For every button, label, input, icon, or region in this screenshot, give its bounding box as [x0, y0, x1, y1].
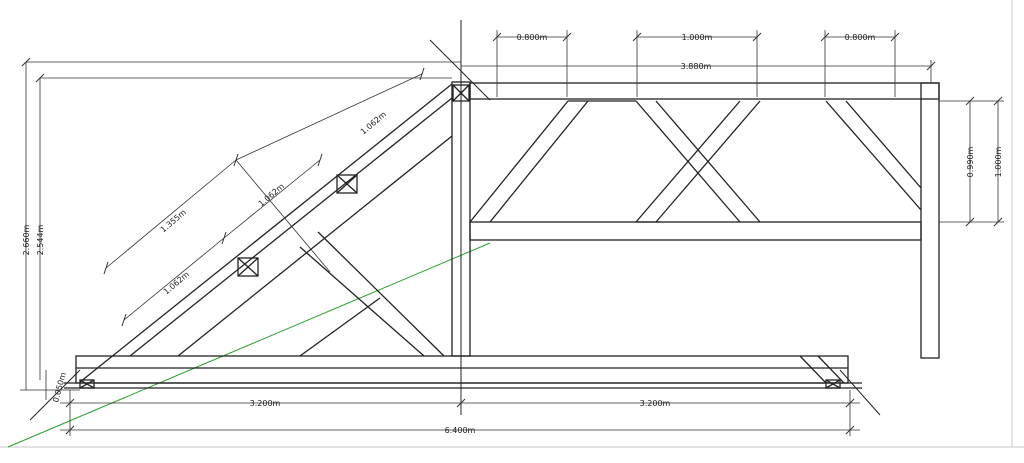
- dim-slope-mid-inner: 1.062m: [257, 182, 286, 209]
- dim-bottom-right: 3.200m: [640, 399, 671, 408]
- construction-lines: [29, 20, 881, 421]
- dim-right-outer: 1.000m: [994, 146, 1003, 177]
- top-chord: [469, 82, 940, 100]
- dimension-labels: 0.800m 1.000m 0.800m 3.880m 0.990m 1.000…: [22, 33, 1003, 435]
- middle-chord: [469, 221, 922, 241]
- dim-top-left: 0.800m: [517, 33, 548, 42]
- dim-slope-upper: 1.062m: [359, 110, 388, 137]
- dim-bottom-total: 6.400m: [445, 426, 476, 435]
- truss-panel: [469, 100, 922, 223]
- dim-top-total: 3.880m: [681, 62, 712, 71]
- structure: [64, 81, 940, 389]
- dim-left-inner: 2.544m: [36, 224, 45, 255]
- rafter: [79, 83, 453, 383]
- drawing-frame: [0, 0, 1024, 448]
- dim-right-inner: 0.990m: [966, 146, 975, 177]
- dimensions: [20, 30, 1004, 436]
- dim-top-right: 0.800m: [845, 33, 876, 42]
- dim-base-thickness: 0.050m: [51, 371, 68, 403]
- rafter-brace: [299, 231, 445, 357]
- end-post: [920, 82, 940, 359]
- dim-bottom-left: 3.200m: [250, 399, 281, 408]
- dim-left-outer: 2.660m: [22, 224, 31, 255]
- dimension-ticks: [21, 32, 1003, 435]
- guide-line: [7, 242, 491, 448]
- dim-slope-lower: 1.062m: [162, 270, 191, 297]
- base-end-diagonal: [799, 355, 845, 384]
- dim-top-mid: 1.000m: [682, 33, 713, 42]
